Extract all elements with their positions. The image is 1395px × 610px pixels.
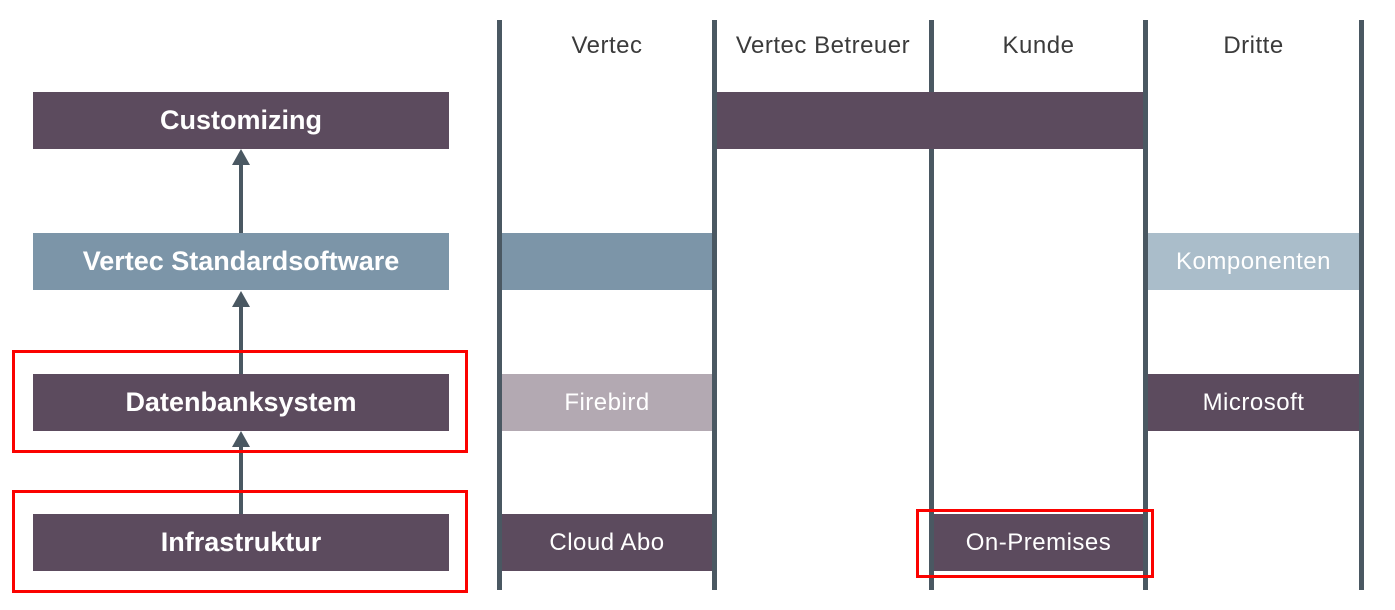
lane-divider-1 (497, 20, 502, 590)
bar-customizing-betreuer-kunde (717, 92, 1143, 149)
lane-divider-4 (1143, 20, 1148, 590)
arrow-shaft (239, 305, 243, 374)
highlight-frame-infrastruktur (12, 490, 468, 593)
stack-box-vertec-standardsoftware: Vertec Standardsoftware (33, 233, 449, 290)
lane-divider-2 (712, 20, 717, 590)
bar-komponenten-dritte: Komponenten (1148, 233, 1359, 290)
arrow-head-icon (232, 291, 250, 307)
bar-microsoft-dritte: Microsoft (1148, 374, 1359, 431)
bar-cloud-abo-vertec: Cloud Abo (502, 514, 712, 571)
stack-box-infrastruktur: Infrastruktur (33, 514, 449, 571)
lane-divider-3 (929, 20, 934, 590)
highlight-frame-on-premises (916, 509, 1154, 578)
column-header-kunde: Kunde (1002, 32, 1075, 59)
column-header-vertec: Vertec (571, 32, 643, 59)
arrow-head-icon (232, 431, 250, 447)
lane-divider-5 (1359, 20, 1364, 590)
highlight-frame-datenbanksystem (12, 350, 468, 453)
stack-box-datenbanksystem: Datenbanksystem (33, 374, 449, 431)
bar-firebird-vertec: Firebird (502, 374, 712, 431)
arrow-shaft (239, 163, 243, 233)
stack-box-customizing: Customizing (33, 92, 449, 149)
bar-on-premises-kunde: On-Premises (934, 514, 1143, 571)
bar-standardsoftware-vertec (502, 233, 712, 290)
column-header-dritte: Dritte (1223, 32, 1284, 59)
arrow-head-icon (232, 149, 250, 165)
column-header-vertec-betreuer: Vertec Betreuer (735, 32, 911, 59)
arrow-shaft (239, 445, 243, 514)
